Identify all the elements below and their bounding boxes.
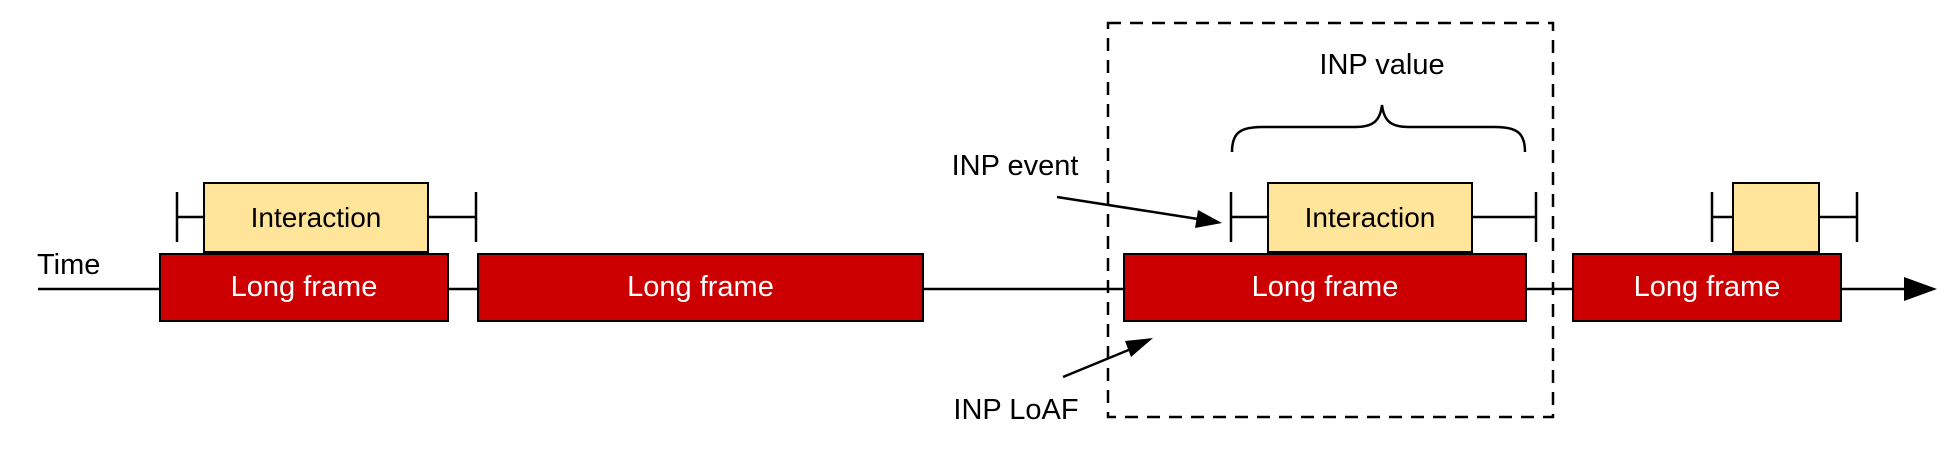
interaction-3-ticks xyxy=(1710,192,1859,242)
time-axis-label: Time xyxy=(37,249,101,281)
inp-loaf-arrow xyxy=(1062,338,1153,379)
interaction-3 xyxy=(1732,182,1820,253)
inp-loaf-label: INP LoAF xyxy=(953,394,1079,426)
long-frame-1: Long frame xyxy=(159,253,449,322)
long-frame-2: Long frame xyxy=(477,253,924,322)
inp-event-arrow xyxy=(1056,195,1222,228)
interaction-1-ticks xyxy=(175,192,478,242)
inp-value-label: INP value xyxy=(1319,49,1445,81)
long-frame-3-inp-loaf: Long frame xyxy=(1123,253,1527,322)
interaction-1: Interaction xyxy=(203,182,429,253)
long-frame-4-label: Long frame xyxy=(1633,271,1781,303)
timeline-arrowhead xyxy=(1904,277,1937,301)
long-frame-2-label: Long frame xyxy=(627,271,774,303)
long-frame-1-label: Long frame xyxy=(230,271,378,303)
interaction-2-ticks xyxy=(1229,192,1538,242)
interaction-1-label: Interaction xyxy=(250,201,382,233)
long-frame-4: Long frame xyxy=(1572,253,1842,322)
interaction-2-label: Interaction xyxy=(1304,201,1436,233)
long-frame-3-label: Long frame xyxy=(1251,271,1399,303)
inp-value-brace xyxy=(1230,104,1527,153)
inp-dashed-boundary xyxy=(1106,21,1555,419)
interaction-2-inp-event: Interaction xyxy=(1267,182,1473,253)
inp-event-label: INP event xyxy=(951,150,1079,182)
